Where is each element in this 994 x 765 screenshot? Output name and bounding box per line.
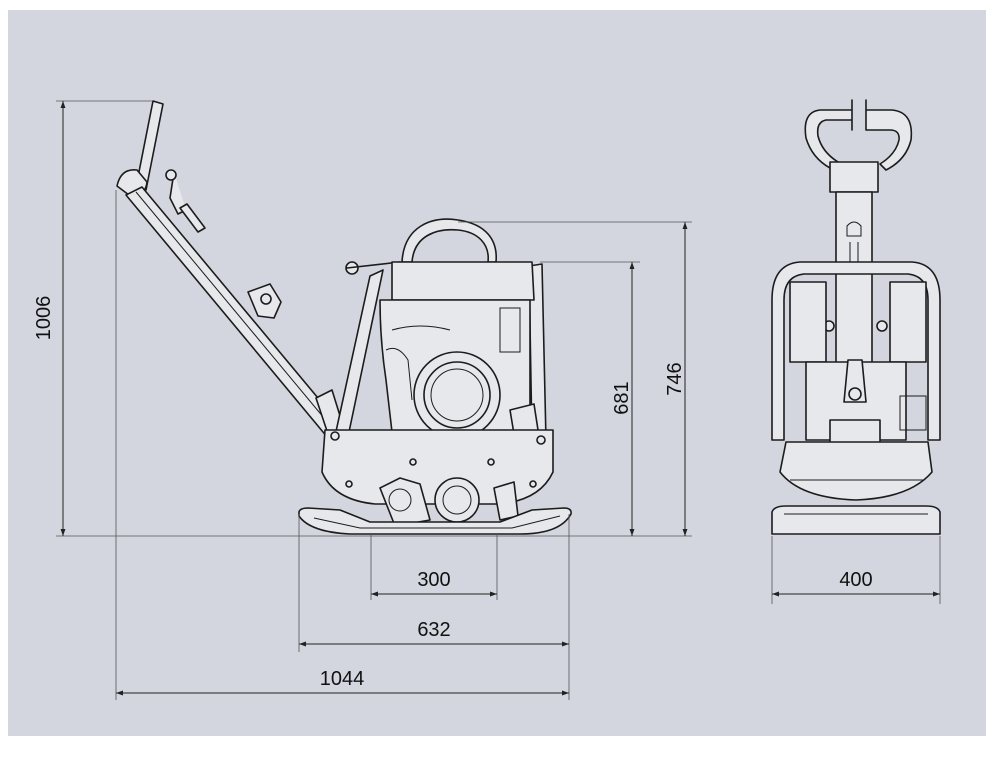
side-lower-housing bbox=[321, 429, 554, 527]
dim-label-overall-length: 1044 bbox=[320, 668, 365, 690]
dim-label-engine-height: 681 bbox=[611, 381, 633, 414]
front-column bbox=[823, 161, 888, 381]
front-view bbox=[771, 99, 941, 535]
dim-plate-length: 632 bbox=[299, 619, 569, 647]
side-engine bbox=[379, 261, 539, 439]
side-frame bbox=[334, 261, 547, 441]
front-cage bbox=[771, 261, 941, 441]
dim-overall-length: 1044 bbox=[116, 668, 569, 696]
dim-label-plate-length: 632 bbox=[417, 619, 450, 641]
dim-overall-height: 1006 bbox=[33, 100, 152, 536]
front-lower-housing bbox=[779, 441, 933, 501]
side-view bbox=[116, 100, 572, 535]
dim-engine-height: 681 bbox=[540, 261, 640, 536]
dim-base-plate: 300 bbox=[371, 569, 497, 597]
front-base-plate bbox=[771, 505, 941, 535]
dim-label-base-plate: 300 bbox=[417, 569, 450, 591]
dim-label-overall-height: 1006 bbox=[33, 296, 55, 341]
dim-label-total-height: 746 bbox=[664, 362, 686, 395]
dim-total-height: 746 bbox=[458, 221, 692, 536]
dim-label-plate-width: 400 bbox=[839, 569, 872, 591]
dim-plate-width: 400 bbox=[771, 536, 941, 604]
